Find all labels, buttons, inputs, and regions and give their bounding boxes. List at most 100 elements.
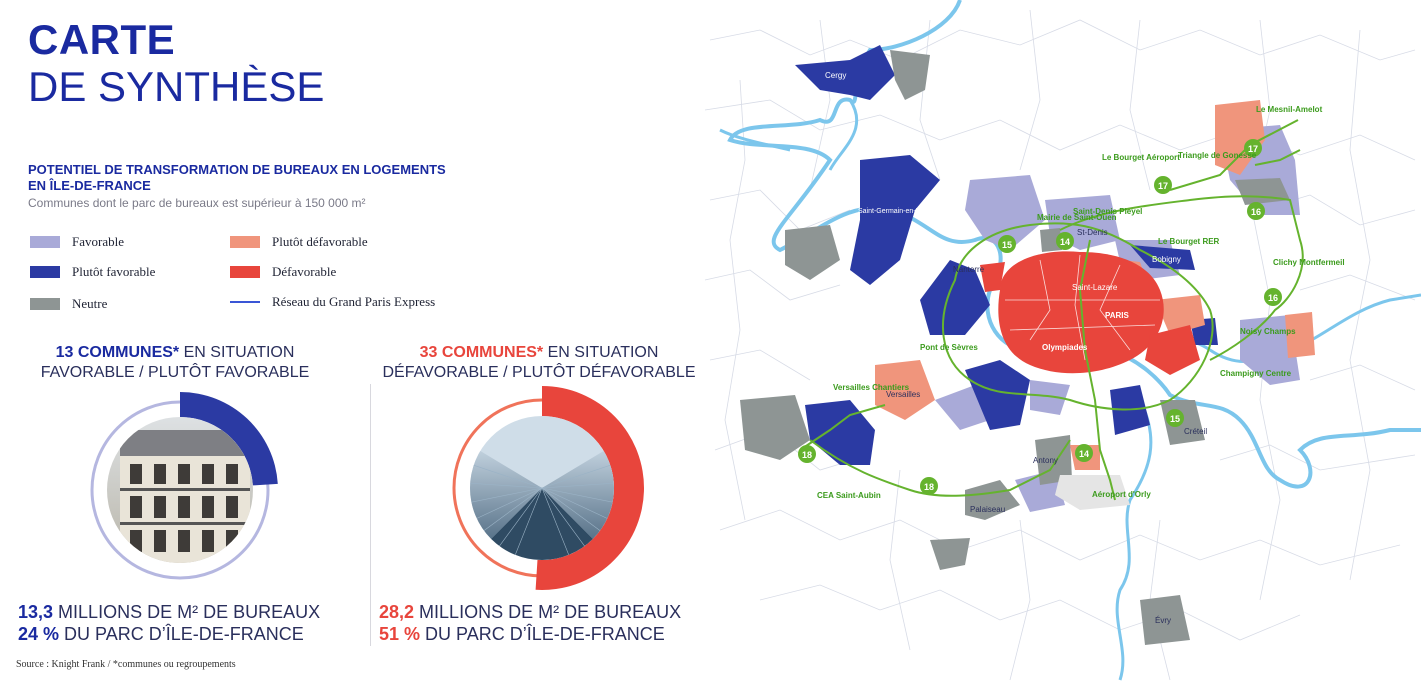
legend-neutre: Neutre	[30, 296, 107, 312]
legend-swatch-reseau	[230, 301, 260, 303]
line-badge-14b: 14	[1075, 444, 1093, 462]
label-le-mesnil-amelot: Le Mesnil-Amelot	[1256, 105, 1323, 114]
label-versailles: Versailles	[886, 390, 920, 399]
stat-left-foot: 13,3 MILLIONS DE M² DE BUREAUX 24 % DU P…	[18, 601, 363, 645]
label-triangle-gonesse: Triangle de Gonesse	[1178, 151, 1257, 160]
legend-favorable: Favorable	[30, 234, 124, 250]
commune-defavorable	[980, 262, 1005, 292]
line-badge-14: 14	[1056, 232, 1074, 250]
heading-subtitle: Communes dont le parc de bureaux est sup…	[28, 196, 366, 210]
label-noisy-champs: Noisy Champs	[1240, 327, 1296, 336]
label-paris: PARIS	[1105, 311, 1130, 320]
commune-plutot-defavorable	[1285, 312, 1315, 358]
label-st-denis: St-Denis	[1077, 228, 1108, 237]
line-badge-15b: 15	[1166, 409, 1184, 427]
label-saint-denis-pleyel: Saint-Denis Pleyel	[1073, 207, 1142, 216]
donut-right	[452, 386, 645, 590]
commune-plutot-favorable	[1130, 245, 1195, 270]
svg-text:17: 17	[1248, 144, 1258, 154]
legend-label: Favorable	[72, 234, 124, 249]
commune-neutre	[890, 50, 930, 100]
legend-label: Plutôt défavorable	[272, 234, 368, 249]
commune-plutot-defavorable	[875, 360, 935, 420]
communes	[740, 45, 1315, 645]
heading-line-1: POTENTIEL DE TRANSFORMATION DE BUREAUX E…	[28, 162, 446, 177]
commune-favorable	[1240, 315, 1300, 385]
seine-south	[1115, 399, 1153, 681]
label-creteil: Créteil	[1184, 427, 1207, 436]
line-badge-17b: 17	[1244, 139, 1262, 157]
line-badge-18: 18	[798, 445, 816, 463]
legend-swatch-plutot-favorable	[30, 266, 60, 278]
svg-text:15: 15	[1170, 414, 1180, 424]
label-cea-saint-aubin: CEA Saint-Aubin	[817, 491, 881, 500]
svg-text:18: 18	[802, 450, 812, 460]
commune-plutot-favorable	[920, 260, 990, 335]
legend-swatch-favorable	[30, 236, 60, 248]
line-badge-16: 16	[1247, 202, 1265, 220]
stat-right-share-label: DU PARC D’ÎLE-DE-FRANCE	[420, 624, 665, 644]
commune-neutre	[785, 225, 840, 280]
svg-text:14: 14	[1079, 449, 1089, 459]
stat-right-heading: 33 COMMUNES* EN SITUATION DÉFAVORABLE / …	[372, 343, 706, 383]
line-badge-18b: 18	[920, 477, 938, 495]
commune-favorable	[1030, 380, 1070, 415]
legend-label: Défavorable	[272, 264, 337, 279]
stat-right-count: 33 COMMUNES*	[419, 344, 544, 361]
label-cergy: Cergy	[825, 71, 846, 80]
building-photo-right	[470, 416, 614, 560]
commune-defavorable	[1145, 325, 1200, 375]
commune-favorable	[965, 175, 1045, 250]
stats-divider	[370, 384, 371, 646]
stat-left-line2: FAVORABLE / PLUTÔT FAVORABLE	[40, 364, 310, 381]
commune-neutre	[740, 395, 810, 460]
stat-left-share-label: DU PARC D’ÎLE-DE-FRANCE	[59, 624, 304, 644]
stat-left-count: 13 COMMUNES*	[55, 344, 180, 361]
donut-left	[90, 392, 278, 580]
label-clichy-montfermeil: Clichy Montfermeil	[1273, 258, 1345, 267]
source-note: Source : Knight Frank / *communes ou reg…	[16, 659, 236, 670]
label-le-bourget-rer: Le Bourget RER	[1158, 237, 1220, 246]
label-antony: Antony	[1033, 456, 1058, 465]
label-saint-lazare: Saint-Lazare	[1072, 283, 1118, 292]
paris-arrondissements	[1005, 254, 1160, 361]
label-aeroport-orly: Aéroport d'Orly	[1092, 490, 1151, 499]
stat-left-heading: 13 COMMUNES* EN SITUATION FAVORABLE / PL…	[20, 343, 330, 383]
stat-left-rest: EN SITUATION	[179, 344, 295, 361]
legend-swatch-plutot-defavorable	[230, 236, 260, 248]
legend-label: Neutre	[72, 296, 108, 311]
legend-swatch-defavorable	[230, 266, 260, 278]
oise-river	[719, 99, 859, 171]
title-line-2: DE SYNTHÈSE	[28, 63, 325, 110]
legend-reseau: Réseau du Grand Paris Express	[230, 294, 435, 310]
legend-swatch-neutre	[30, 298, 60, 310]
donut-left-share-arc	[180, 392, 278, 486]
legend-defavorable: Défavorable	[230, 264, 336, 280]
label-pont-de-sevres: Pont de Sèvres	[920, 343, 978, 352]
label-nanterre: Nanterre	[953, 265, 985, 274]
commune-plutot-favorable	[965, 360, 1030, 430]
stat-left-share: 24 %	[18, 624, 60, 644]
commune-neutre	[1040, 228, 1062, 252]
label-bobigny: Bobigny	[1152, 255, 1181, 264]
place-labels: Cergy Saint-Germain-en-Laye Nanterre Pon…	[817, 71, 1345, 625]
stat-right-millions: 28,2	[379, 602, 415, 622]
line-badge-16b: 16	[1264, 288, 1282, 306]
metro-line-badges: 14 15 17 17 16 16 15 14 18 18	[798, 139, 1282, 495]
commune-neutre	[930, 538, 970, 570]
stat-left-millions-label: MILLIONS DE M² DE BUREAUX	[53, 602, 321, 622]
legend-plutot-favorable: Plutôt favorable	[30, 264, 155, 280]
commune-neutre	[1140, 595, 1190, 645]
title-line-1: CARTE	[28, 16, 176, 63]
label-olympiades: Olympiades	[1042, 343, 1088, 352]
line-badge-17: 17	[1154, 176, 1172, 194]
label-champigny-centre: Champigny Centre	[1220, 369, 1292, 378]
commune-plutot-defavorable	[1155, 295, 1205, 335]
seine-river	[727, 0, 1421, 489]
label-evry: Évry	[1155, 616, 1171, 625]
stat-right-share: 51 %	[379, 624, 421, 644]
ile-de-france-map: 14 15 17 17 16 16 15 14 18 18 Cergy Sain…	[704, 0, 1421, 681]
label-saint-germain: Saint-Germain-en-Laye	[858, 208, 931, 215]
commune-plutot-favorable	[850, 155, 940, 285]
stat-left-millions: 13,3	[18, 602, 54, 622]
